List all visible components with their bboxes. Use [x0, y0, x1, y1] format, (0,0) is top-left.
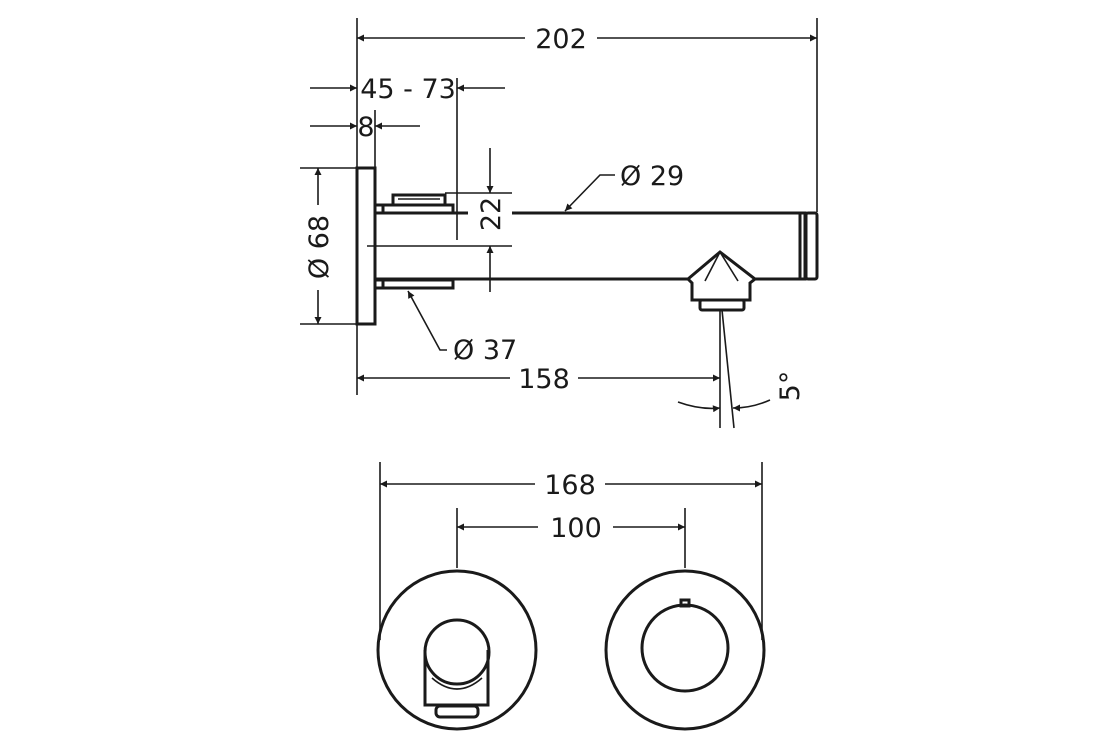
dimension-plate-thickness: 8 [310, 112, 420, 143]
aerator-housing [685, 250, 758, 302]
dimension-wall-depth: 45 - 73 [310, 74, 505, 105]
control-front-view [604, 569, 766, 731]
front-view: 168 100 [376, 462, 766, 731]
dimension-plate-diameter: Ø 68 [304, 168, 335, 324]
dimension-label: 168 [544, 470, 596, 501]
dimension-label: 202 [535, 24, 587, 55]
wall-plate [355, 166, 377, 326]
dimension-label: Ø 37 [453, 335, 517, 366]
dimension-label: Ø 29 [620, 161, 684, 192]
dimension-label: 45 - 73 [360, 74, 456, 105]
dimension-label: 8 [357, 112, 374, 143]
spout-front-view [376, 569, 538, 731]
end-cap [804, 211, 819, 281]
dimension-front-width: 168 [380, 470, 762, 501]
control-rosette [604, 569, 766, 731]
dimension-label: 22 [476, 197, 507, 231]
escutcheon [381, 278, 455, 290]
extension-lines [379, 462, 763, 640]
dimension-label: 100 [550, 513, 602, 544]
dimension-label: Ø 68 [304, 215, 335, 279]
spout-rosette [376, 569, 538, 731]
dimension-overall-length: 202 [357, 24, 817, 55]
dimension-outlet-angle: 5° [677, 371, 806, 413]
knob-indicator [679, 598, 691, 608]
dimension-offset-height: 22 [476, 148, 507, 292]
dimension-label: 158 [518, 364, 570, 395]
dimension-spout-diameter: Ø 29 [564, 161, 684, 212]
control-knob [640, 603, 730, 693]
aerator [698, 298, 746, 312]
dimension-projection: 158 [357, 364, 720, 395]
dimension-center-distance: 100 [457, 513, 685, 544]
dimension-label: 5° [775, 371, 806, 402]
side-view: 202 45 - 73 8 Ø 68 22 Ø 29 [300, 18, 819, 429]
aerator [434, 704, 480, 719]
dimension-escutcheon-diameter: Ø 37 [407, 290, 517, 366]
faucet-side-outline [355, 166, 819, 326]
